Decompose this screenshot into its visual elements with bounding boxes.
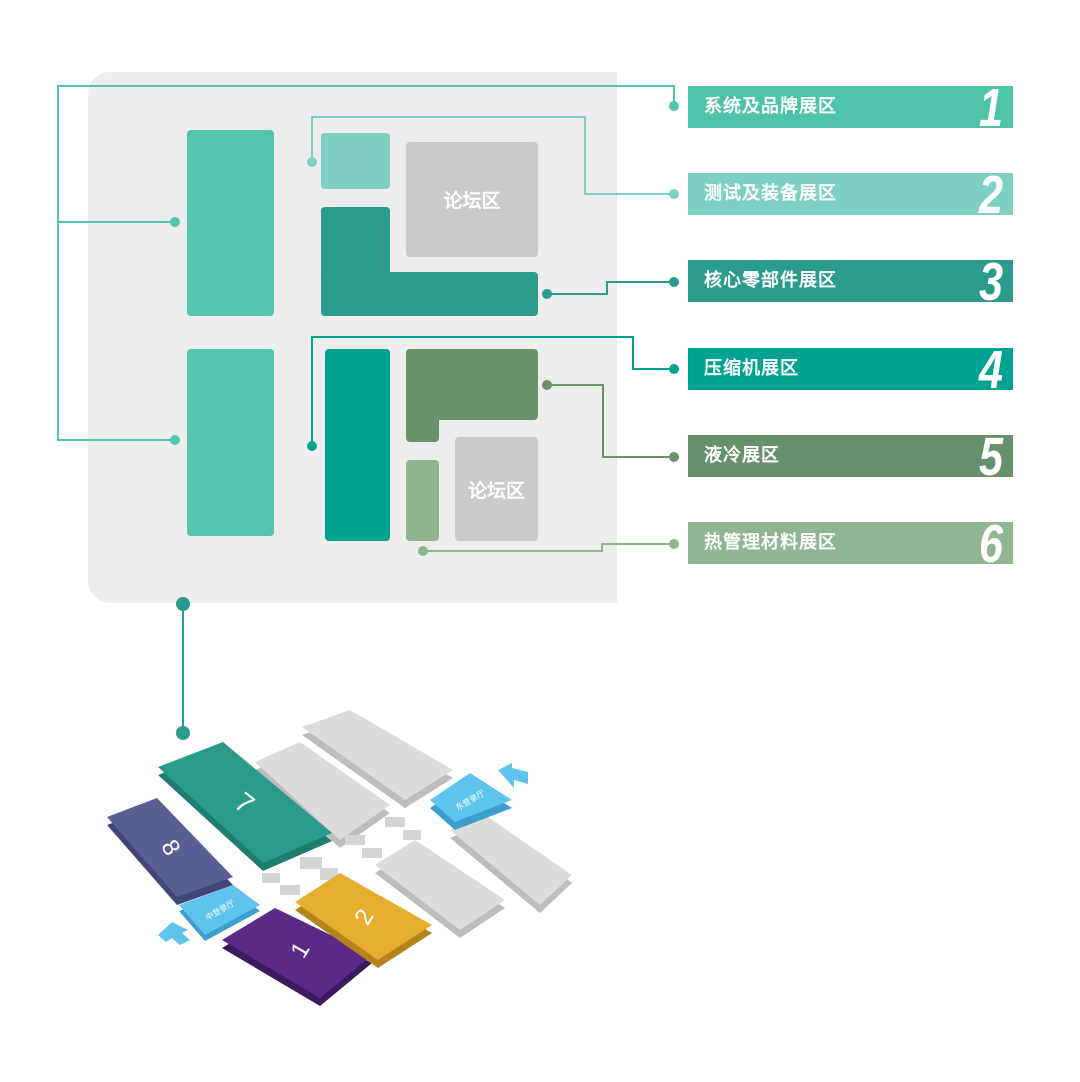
zone-1-block-upper[interactable] <box>187 130 274 316</box>
dot <box>669 452 679 462</box>
dot <box>176 726 190 740</box>
hall-gray-east-2[interactable] <box>450 815 572 913</box>
corridor-blocks <box>262 817 421 895</box>
dot <box>170 435 180 445</box>
zone-label-1[interactable]: 系统及品牌展区 1 <box>688 86 1013 128</box>
zone-name: 系统及品牌展区 <box>704 96 837 117</box>
dot <box>307 157 317 167</box>
connector-zone-1 <box>57 85 675 441</box>
dot <box>170 217 180 227</box>
dot <box>669 189 679 199</box>
zone-label-2[interactable]: 测试及装备展区 2 <box>688 173 1013 215</box>
zone-4-block[interactable] <box>325 349 390 541</box>
zone-label-6[interactable]: 热管理材料展区 6 <box>688 522 1013 564</box>
connector-zone-6 <box>423 543 674 552</box>
hall-2[interactable]: 2 <box>295 873 432 968</box>
zone-label-3[interactable]: 核心零部件展区 3 <box>688 260 1013 302</box>
dot <box>542 380 552 390</box>
zone-number: 5 <box>978 435 1003 477</box>
zone-5-block-vertical[interactable] <box>406 349 439 442</box>
dot <box>418 546 428 556</box>
zone-3-block-horizontal[interactable] <box>321 272 538 316</box>
dot <box>307 441 317 451</box>
hall-1[interactable]: 1 <box>222 908 372 1006</box>
hall-8[interactable]: 8 <box>107 798 233 905</box>
dot <box>669 364 679 374</box>
connector-zone-3 <box>547 281 674 295</box>
zone-number: 3 <box>978 260 1003 302</box>
forum-area-lower[interactable]: 论坛区 <box>455 437 538 541</box>
zone-6-block[interactable] <box>406 460 439 541</box>
hall-gray-north[interactable] <box>302 710 453 808</box>
dot <box>669 277 679 287</box>
connector-zone-5 <box>547 384 674 458</box>
dot <box>542 289 552 299</box>
zone-name: 核心零部件展区 <box>704 270 837 291</box>
hall-gray-east-1[interactable] <box>375 840 505 938</box>
zone-number: 4 <box>978 348 1003 390</box>
zone-number: 2 <box>978 173 1003 215</box>
hall-7[interactable]: 7 <box>158 742 332 871</box>
connector-zone-4 <box>311 336 674 446</box>
forum-area-upper[interactable]: 论坛区 <box>406 142 538 257</box>
entrance-arrow-middle-icon <box>158 922 190 945</box>
hall-gray-mid[interactable] <box>255 742 390 848</box>
entrance-east[interactable]: 东登录厅 <box>430 773 512 830</box>
entrance-middle[interactable]: 中登录厅 <box>179 885 260 941</box>
zone-name: 测试及装备展区 <box>704 183 837 204</box>
zone-name: 液冷展区 <box>704 445 780 466</box>
connector-zone-2 <box>311 116 674 195</box>
entrance-arrow-east-icon <box>498 763 528 788</box>
zone-1-block-lower[interactable] <box>187 349 274 536</box>
zone-label-4[interactable]: 压缩机展区 4 <box>688 348 1013 390</box>
dot <box>669 539 679 549</box>
zone-name: 热管理材料展区 <box>704 532 837 553</box>
zone-2-block[interactable] <box>321 133 390 189</box>
zone-number: 1 <box>978 86 1003 128</box>
dot <box>669 101 679 111</box>
zone-number: 6 <box>978 522 1003 564</box>
zone-label-5[interactable]: 液冷展区 5 <box>688 435 1013 477</box>
zone-name: 压缩机展区 <box>704 358 799 379</box>
dot <box>176 597 190 611</box>
